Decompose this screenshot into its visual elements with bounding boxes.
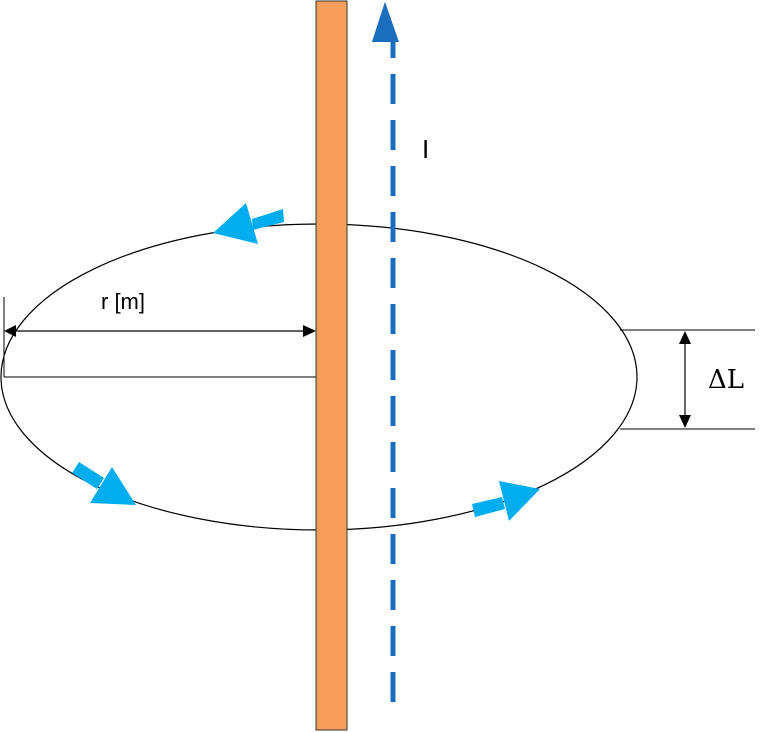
radius-arrowhead-right	[303, 325, 316, 337]
conductor-rod	[315, 0, 348, 731]
field-arrow-lower-right	[472, 481, 540, 521]
current-label: I	[422, 134, 429, 164]
length-arrowhead-top	[679, 331, 691, 344]
length-arrowhead-bottom	[679, 415, 691, 428]
current-arrowhead-tip	[372, 2, 399, 42]
radius-arrowhead-left	[4, 325, 16, 337]
field-arrow-top	[213, 203, 284, 244]
length-label: ΔL	[708, 365, 744, 395]
radius-label: r [m]	[101, 289, 145, 314]
field-arrow-lower-left	[72, 462, 136, 505]
